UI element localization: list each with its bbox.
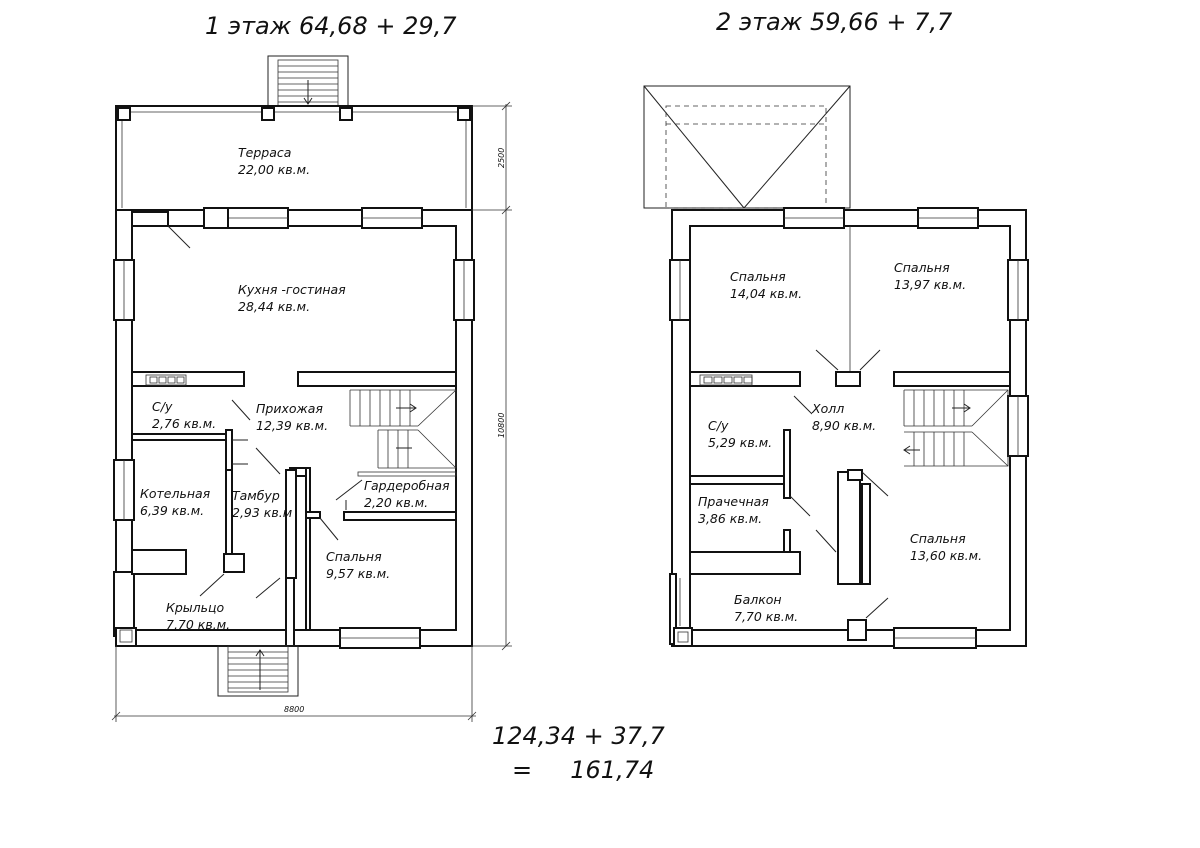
floor2-interior-walls <box>689 226 1011 641</box>
total-result: = 161,74 <box>512 756 654 784</box>
total-sum: 124,34 + 37,7 <box>492 722 666 750</box>
room-area: 13,60 кв.м. <box>910 548 982 563</box>
room-name: Прачечная <box>698 494 769 509</box>
room-area: 3,86 кв.м. <box>698 511 762 526</box>
floor1-labels: Терраса 22,00 кв.м. Кухня -гостиная 28,4… <box>140 145 450 632</box>
room-name: Кухня -гостиная <box>238 282 346 297</box>
room-name: Спальня <box>894 260 950 275</box>
room-name: Балкон <box>734 592 782 607</box>
room-name: Крыльцо <box>166 600 225 615</box>
room-name: С/у <box>708 418 729 433</box>
floor1-terrace <box>115 105 473 211</box>
room-area: 7,70 кв.м. <box>166 617 230 632</box>
room-area: 5,29 кв.м. <box>708 435 772 450</box>
floor2-roof <box>643 85 851 209</box>
floor2-title: 2 этаж 59,66 + 7,7 <box>716 8 953 36</box>
room-area: 2,20 кв.м. <box>364 495 428 510</box>
room-area: 9,57 кв.м. <box>326 566 390 581</box>
room-area: 8,90 кв.м. <box>812 418 876 433</box>
floor1-interior-stairs <box>349 389 457 469</box>
floor2-stairs <box>903 389 1009 467</box>
floor1-title: 1 этаж 64,68 + 29,7 <box>205 12 457 40</box>
floor1-bottom-stairs <box>217 645 299 697</box>
floor2-plan: Спальня 14,04 кв.м. Спальня 13,97 кв.м. … <box>643 85 1029 649</box>
room-area: 22,00 кв.м. <box>238 162 310 177</box>
room-area: 2,76 кв.м. <box>152 416 216 431</box>
room-area: 2,93 кв.м <box>232 505 292 520</box>
room-area: 7,70 кв.м. <box>734 609 798 624</box>
room-name: Гардеробная <box>364 478 450 493</box>
room-area: 14,04 кв.м. <box>730 286 802 301</box>
floor2-walls <box>669 207 1029 649</box>
room-name: Спальня <box>730 269 786 284</box>
room-name: Котельная <box>140 486 211 501</box>
floor1-top-stairs <box>267 55 349 107</box>
floor1-plan: 2500 10800 8800 Терраса 22,00 кв.м. Кухн… <box>111 55 512 722</box>
room-area: 6,39 кв.м. <box>140 503 204 518</box>
room-area: 12,39 кв.м. <box>256 418 328 433</box>
room-name: С/у <box>152 399 173 414</box>
dim-terrace-depth: 2500 <box>497 148 506 168</box>
room-name: Прихожая <box>256 401 323 416</box>
dim-width: 8800 <box>284 705 304 714</box>
floor1-dimensions: 2500 10800 8800 <box>111 101 512 722</box>
room-area: 13,97 кв.м. <box>894 277 966 292</box>
room-area: 28,44 кв.м. <box>238 299 310 314</box>
room-name: Терраса <box>238 145 291 160</box>
room-name: Спальня <box>326 549 382 564</box>
floor2-labels: Спальня 14,04 кв.м. Спальня 13,97 кв.м. … <box>698 260 982 624</box>
room-name: Тамбур <box>232 488 280 503</box>
room-name: Холл <box>811 401 844 416</box>
dim-height: 10800 <box>497 413 506 438</box>
floor1-interior-walls <box>131 211 457 647</box>
room-name: Спальня <box>910 531 966 546</box>
floor1-walls <box>113 207 475 649</box>
